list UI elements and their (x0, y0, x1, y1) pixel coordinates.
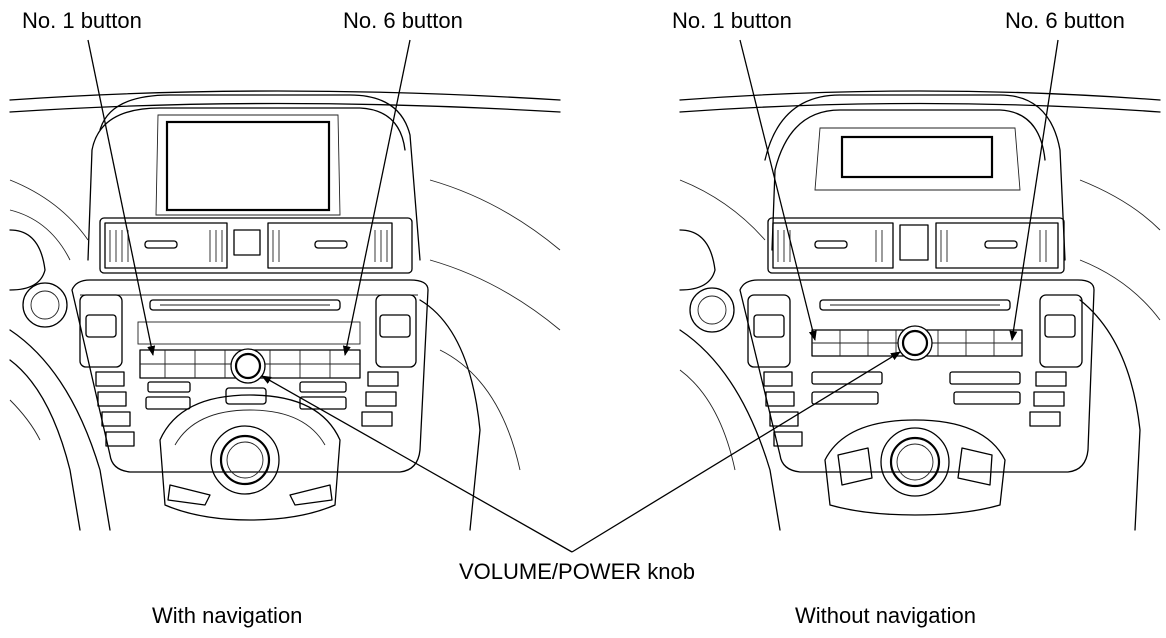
label-no1-button-right: No. 1 button (672, 8, 792, 33)
label-no1-button-left: No. 1 button (22, 8, 142, 33)
dashboard-without-navigation (679, 90, 1161, 531)
caption-without-navigation: Without navigation (795, 603, 976, 628)
label-no6-button-right: No. 6 button (1005, 8, 1125, 33)
label-volume-power-knob: VOLUME/POWER knob (459, 559, 695, 584)
dashboard-with-navigation (9, 90, 561, 531)
label-no6-button-left: No. 6 button (343, 8, 463, 33)
caption-with-navigation: With navigation (152, 603, 303, 628)
leader-lines (87, 39, 1059, 553)
